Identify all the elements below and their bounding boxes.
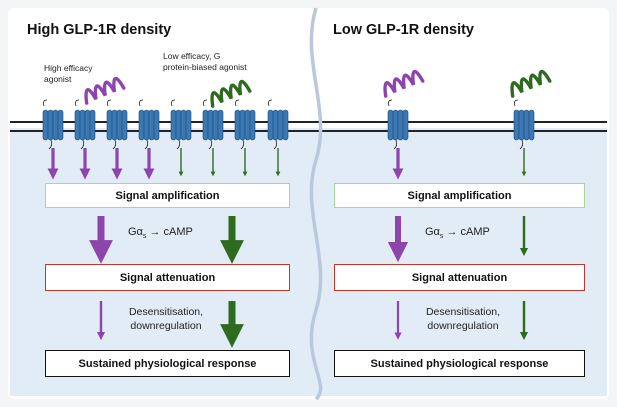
panel-divider (309, 7, 323, 401)
green-agonist-icon (510, 69, 552, 98)
purple-agonist-icon (383, 69, 425, 98)
sustained-response-box: Sustained physiological response (334, 350, 585, 377)
signal-attenuation-box: Signal attenuation (334, 264, 585, 291)
signal-amplification-box: Signal amplification (45, 183, 290, 208)
signal-amplification-box: Signal amplification (334, 183, 585, 208)
gas-camp-label: Gαs → cAMP (128, 226, 193, 241)
low-efficacy-agonist-label: Low efficacy, G protein-biased agonist (163, 51, 247, 72)
high-efficacy-agonist-label: High efficacy agonist (44, 63, 93, 84)
panel-title-high: High GLP-1R density (27, 22, 172, 38)
gas-camp-label: Gαs → cAMP (425, 226, 490, 241)
desensitisation-label: Desensitisation,downregulation (425, 306, 501, 332)
sustained-response-box: Sustained physiological response (45, 350, 290, 377)
purple-agonist-icon (84, 76, 126, 105)
signal-attenuation-box: Signal attenuation (45, 264, 290, 291)
desensitisation-label: Desensitisation,downregulation (128, 306, 204, 332)
green-agonist-icon (210, 79, 252, 108)
panel-title-low: Low GLP-1R density (333, 22, 474, 38)
